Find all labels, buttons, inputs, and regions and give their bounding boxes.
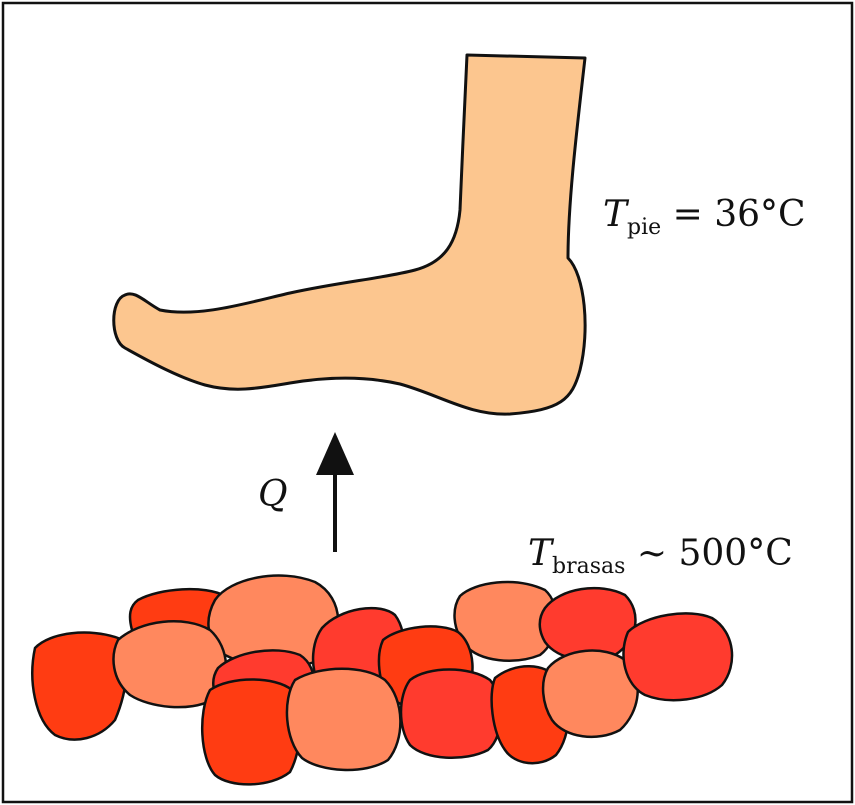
ember-temperature-label: Tbrasas ∼ 500°C [528, 533, 793, 579]
foot-temperature-subscript: pie [627, 215, 661, 240]
ember-stone [202, 680, 300, 785]
foot-temperature-symbol: T [603, 194, 630, 235]
ember-stone [32, 633, 126, 740]
ember-stones [32, 576, 732, 785]
heat-label: Q [258, 474, 288, 515]
ember-temperature-value: ∼ 500°C [625, 533, 792, 574]
ember-stone [623, 613, 732, 700]
foot-icon [114, 55, 585, 414]
ember-temperature-symbol: T [528, 533, 555, 574]
up-arrow-icon [316, 432, 354, 552]
ember-stone [540, 588, 636, 660]
ember-temperature-subscript: brasas [552, 554, 625, 579]
foot-temperature-value: = 36°C [661, 194, 805, 235]
ember-stone [287, 669, 400, 770]
ember-stone [401, 670, 501, 758]
foot-temperature-label: Tpie = 36°C [603, 194, 806, 240]
